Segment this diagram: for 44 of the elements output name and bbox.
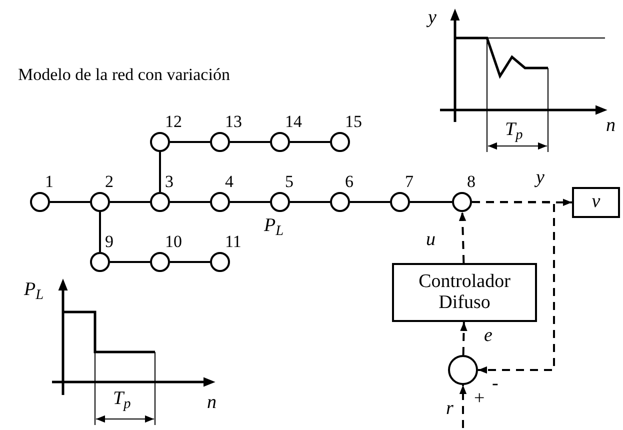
controller-block: Controlador Difuso	[392, 263, 537, 322]
node-number: 5	[285, 173, 294, 190]
connection-line	[410, 201, 452, 203]
summing-junction	[448, 355, 478, 385]
axis-label: n	[207, 393, 216, 412]
arrow	[472, 201, 555, 374]
connection-line	[110, 261, 150, 263]
connection-line	[230, 141, 270, 143]
arrow	[458, 212, 466, 264]
node-number: 7	[405, 173, 414, 190]
connection-line	[350, 201, 390, 203]
node-number: 11	[225, 233, 242, 250]
node-number: 8	[467, 173, 476, 190]
arrow	[459, 385, 467, 428]
connection-line	[170, 201, 210, 203]
node-number: 4	[225, 173, 234, 190]
node-number: 14	[285, 113, 302, 130]
connection-line	[170, 141, 210, 143]
plant-block: v	[572, 187, 620, 218]
axis-label: n	[606, 116, 616, 135]
connection-line	[50, 201, 90, 203]
connection-line	[290, 141, 330, 143]
node-number: 3	[165, 173, 174, 190]
connection-line	[159, 152, 161, 192]
connection-line	[99, 212, 101, 252]
arrow	[460, 322, 468, 356]
node-number: 15	[345, 113, 362, 130]
connection-line	[230, 201, 270, 203]
connection-line	[170, 261, 210, 263]
diagram-title: Modelo de la red con variación	[18, 66, 230, 83]
node-number: 13	[225, 113, 242, 130]
sign-label: +	[474, 389, 485, 408]
connection-line	[290, 201, 330, 203]
sign-label: -	[492, 374, 498, 393]
node-number: 9	[105, 233, 114, 250]
axis-label: P$_{L}$	[24, 280, 44, 299]
load-label: P$_{L}$	[264, 216, 284, 235]
node-number: 2	[105, 173, 114, 190]
node-number: 12	[165, 113, 182, 130]
connection-line	[110, 201, 150, 203]
node-number: 10	[165, 233, 182, 250]
node-number: 6	[345, 173, 354, 190]
axis-label: y	[428, 8, 436, 27]
node-number: 1	[45, 173, 54, 190]
